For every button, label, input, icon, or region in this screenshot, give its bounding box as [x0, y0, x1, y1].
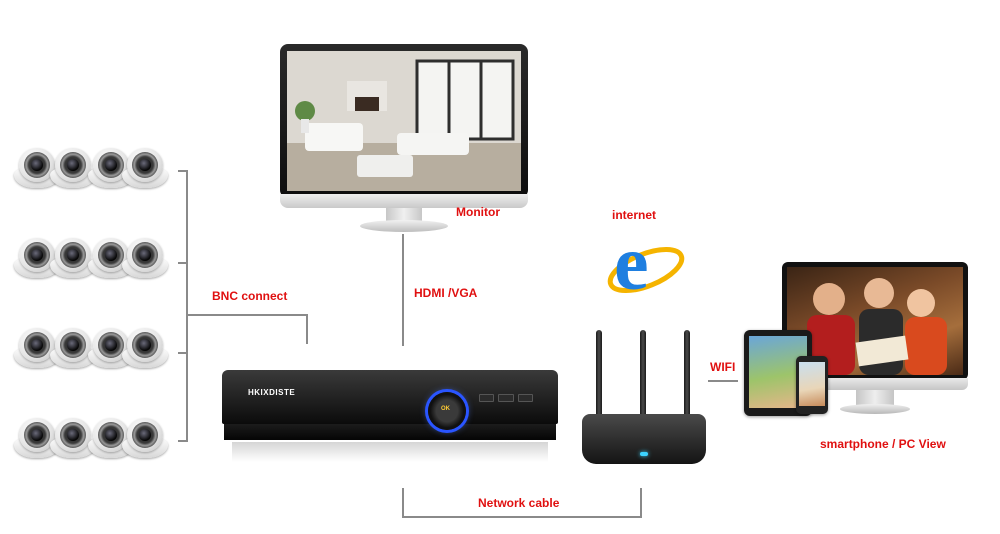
internet-explorer-icon: e [606, 224, 686, 312]
dome-camera-icon [50, 146, 96, 190]
dome-camera-icon [50, 416, 96, 460]
label-network-cable: Network cable [478, 496, 560, 510]
dome-camera-icon [14, 236, 60, 280]
bnc-horizontal-line [186, 314, 308, 316]
dvr-buttons [479, 394, 533, 402]
dvr-brand: HKIXDISTE [248, 388, 296, 397]
label-bnc-connect: BNC connect [212, 289, 288, 303]
label-wifi: WIFI [710, 360, 736, 374]
dome-camera-icon [14, 146, 60, 190]
dome-camera-icon [122, 146, 168, 190]
monitor-stand [360, 220, 448, 232]
label-monitor: Monitor [456, 205, 500, 219]
label-smartphone-pc-view: smartphone / PC View [820, 437, 946, 451]
living-room-image [287, 51, 521, 191]
router-antenna-middle [640, 330, 646, 418]
monitor-device [280, 44, 528, 234]
router-antenna-right [684, 330, 690, 418]
network-cable-left [402, 488, 404, 518]
dvr-ok-label: OK [441, 406, 450, 412]
bnc-bus-line [186, 170, 188, 442]
dome-camera-icon [50, 326, 96, 370]
dome-camera-icon [122, 236, 168, 280]
dvr-base [224, 424, 556, 440]
bnc-drop-line [306, 314, 308, 344]
wifi-router [582, 330, 706, 470]
router-body [582, 414, 706, 464]
pc-stand [840, 404, 910, 414]
wifi-line [708, 380, 738, 382]
hdmi-line [402, 234, 404, 346]
label-hdmi-vga: HDMI /VGA [414, 286, 478, 300]
dome-camera-icon [14, 416, 60, 460]
monitor-neck [386, 208, 422, 222]
dvr-recorder: HKIXDISTE OK [222, 370, 558, 466]
dome-camera-icon [122, 416, 168, 460]
router-antenna-left [596, 330, 602, 418]
dome-camera-icon [50, 236, 96, 280]
dvr-control-knob [428, 392, 466, 430]
dvr-reflection [232, 442, 548, 462]
router-led [640, 452, 648, 456]
monitor-screen [287, 51, 521, 191]
bnc-tick-4 [178, 440, 188, 442]
network-cable-right [640, 488, 642, 518]
bnc-tick-2 [178, 262, 188, 264]
monitor-chin [280, 194, 528, 208]
dome-camera-icon [122, 326, 168, 370]
network-cable-bottom [402, 516, 642, 518]
pc-neck [856, 390, 894, 406]
family-image [807, 278, 947, 375]
smartphone-device [796, 356, 828, 414]
dome-camera-icon [14, 326, 60, 370]
bnc-tick-1 [178, 170, 188, 172]
pc-chin [782, 378, 968, 390]
bnc-tick-3 [178, 352, 188, 354]
label-internet: internet [612, 208, 657, 222]
phone-screen [799, 362, 825, 406]
